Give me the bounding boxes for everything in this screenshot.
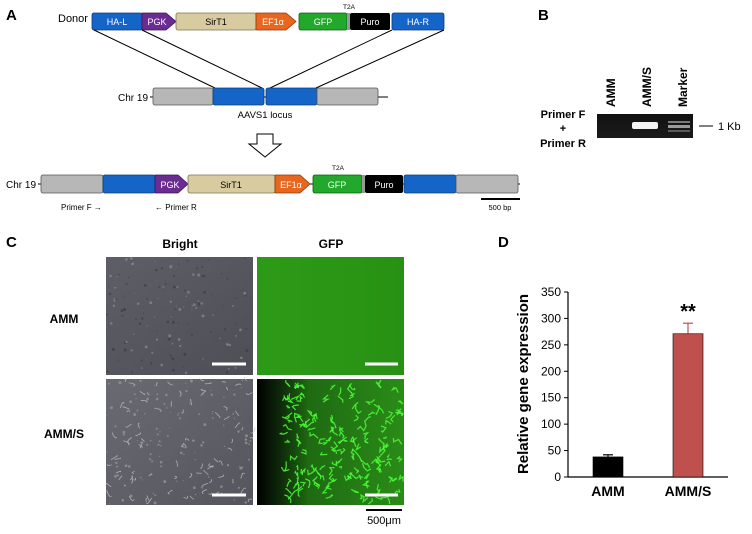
panel-label-c: C xyxy=(6,234,17,251)
bar-amm xyxy=(592,456,624,478)
y-axis-title: Relative gene expression xyxy=(515,294,532,474)
donor-pgk-label: PGK xyxy=(147,17,166,27)
chr19-blue-right xyxy=(265,87,318,106)
panel-label-b: B xyxy=(538,7,549,24)
panel-label-d: D xyxy=(498,234,509,251)
lane-label-amm-s: AMM/S xyxy=(640,67,654,107)
edited-ef1a-label: EF1α xyxy=(280,180,302,190)
edited-grey-left xyxy=(40,174,104,194)
edited-gfp-label: GFP xyxy=(328,180,347,190)
gfp-amm-s-filaments xyxy=(279,379,405,505)
donor-t2a-label: T2A xyxy=(343,4,356,11)
primer-row-label-3: Primer R xyxy=(540,138,586,150)
panel-a: A Donor HA-L PGK SirT1 EF1α GFP T2A Puro… xyxy=(6,4,520,212)
y-tick-label: 350 xyxy=(541,285,561,299)
micrograph-bright-amm xyxy=(106,256,253,375)
row-label-amm: AMM xyxy=(50,312,79,326)
x-tick-label: AMM xyxy=(591,483,624,499)
size-marker-label: 1 Kb xyxy=(718,121,741,133)
scale-bar-500um-label: 500μm xyxy=(367,515,401,527)
donor-puro xyxy=(350,13,390,30)
y-tick-label: 200 xyxy=(541,364,561,378)
donor-gfp-label: GFP xyxy=(314,17,333,27)
gel-band-marker-3 xyxy=(668,130,690,132)
donor-ef1a-arrow xyxy=(255,12,297,31)
micrograph-bright-amm-s xyxy=(105,376,256,505)
donor-pgk-arrow xyxy=(141,12,177,31)
micrograph-gfp-amm xyxy=(257,257,404,375)
donor-ha-l-label: HA-L xyxy=(107,17,128,27)
edited-chr19: PGK SirT1 EF1α GFP T2A Puro xyxy=(38,165,520,194)
gel-band-marker-1 xyxy=(668,121,690,123)
panel-label-a: A xyxy=(6,7,17,24)
edited-puro xyxy=(365,175,403,193)
column-header-bright: Bright xyxy=(162,237,197,251)
edited-ef1a-arrow xyxy=(274,174,311,194)
chr19-grey-right xyxy=(316,87,379,106)
donor-sirt1-label: SirT1 xyxy=(205,17,227,27)
chr19-blue-left xyxy=(212,87,265,106)
chr19-locus xyxy=(150,87,388,106)
edited-ha-l xyxy=(102,174,156,194)
scale-bar-bp-label: 500 bp xyxy=(489,203,512,212)
bright-amm-texture xyxy=(106,256,249,375)
aavs1-locus-label: AAVS1 locus xyxy=(238,110,293,121)
y-tick-label: 100 xyxy=(541,417,561,431)
donor-puro-label: Puro xyxy=(360,17,379,27)
lane-label-marker: Marker xyxy=(676,67,690,107)
edited-sirt1-label: SirT1 xyxy=(220,180,242,190)
panel-d: D Relative gene expression 0 50 100 150 200 2… xyxy=(498,234,728,499)
donor-construct: HA-L PGK SirT1 EF1α GFP T2A Puro HA-R xyxy=(91,4,445,31)
edited-t2a-label: T2A xyxy=(332,165,345,172)
y-tick-label: 0 xyxy=(554,470,561,484)
edited-ha-r xyxy=(403,174,457,194)
donor-label: Donor xyxy=(58,13,88,25)
edited-t2a-mark xyxy=(362,175,365,193)
edited-chr19-label: Chr 19 xyxy=(6,180,36,191)
edited-pgk-arrow xyxy=(154,174,189,194)
x-tick-label: AMM/S xyxy=(665,483,712,499)
bar-amm-s xyxy=(672,333,704,478)
y-tick-label: 50 xyxy=(548,444,562,458)
column-header-gfp: GFP xyxy=(319,237,344,251)
donor-ef1a-label: EF1α xyxy=(262,17,284,27)
lane-label-amm: AMM xyxy=(604,78,618,107)
down-arrow xyxy=(247,133,283,158)
edited-pgk-label: PGK xyxy=(160,180,179,190)
recombination-lines xyxy=(93,29,445,89)
micrograph-gfp-amm-s xyxy=(257,379,405,505)
y-tick-label: 250 xyxy=(541,338,561,352)
panel-b: B AMM AMM/S Marker 1 Kb Primer F + Prime… xyxy=(538,7,741,150)
primer-r-label: ← Primer R xyxy=(155,203,197,212)
edited-grey-right xyxy=(455,174,519,194)
gel-band-marker-2 xyxy=(668,125,690,128)
bright-amm-s-texture xyxy=(105,376,256,505)
primer-row-label-1: Primer F xyxy=(541,109,586,121)
primer-f-label: Primer F → xyxy=(61,203,102,212)
primer-row-label-2: + xyxy=(560,123,566,135)
chr19-label: Chr 19 xyxy=(118,93,148,104)
chr19-grey-left xyxy=(152,87,214,106)
y-tick-label: 150 xyxy=(541,391,561,405)
y-tick-label: 300 xyxy=(541,311,561,325)
donor-ha-r-label: HA-R xyxy=(407,17,429,27)
donor-ha-r xyxy=(391,12,445,31)
row-label-amm-s: AMM/S xyxy=(44,427,84,441)
significance-mark: ** xyxy=(680,301,696,323)
edited-puro-label: Puro xyxy=(374,180,393,190)
panel-c: C Bright GFP AMM AMM/S 500μm xyxy=(6,234,405,527)
gel-band-amm-s xyxy=(632,122,658,129)
donor-t2a-mark xyxy=(347,13,350,30)
